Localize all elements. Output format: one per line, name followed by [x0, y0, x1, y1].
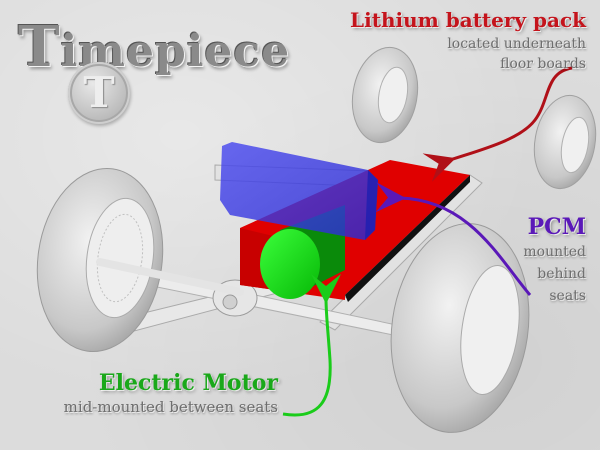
brand-title: Timepiece — [18, 14, 290, 80]
pcm-callout-arrow — [375, 182, 532, 296]
battery-label-line: floor boards — [500, 56, 586, 72]
front-left-tire — [36, 167, 164, 353]
motor-callout-arrow — [282, 273, 341, 417]
battery-label-line: located underneath — [447, 36, 586, 52]
motor-label-title: Electric Motor — [98, 370, 278, 396]
front-axle — [96, 258, 244, 296]
pcm-box — [220, 142, 378, 240]
brand-title-initial: T — [18, 14, 61, 80]
brand-medallion-logo: T — [68, 62, 130, 124]
pcm-label-line: behind — [537, 266, 586, 282]
pcm-label-line: mounted — [523, 244, 586, 260]
battery-label-title: Lithium battery pack — [350, 8, 586, 32]
front-right-tire — [390, 223, 530, 433]
rear-right-tire — [533, 94, 597, 190]
rear-left-tire — [351, 46, 419, 144]
pcm-label-line: seats — [549, 288, 586, 304]
battery-callout-arrow — [422, 66, 573, 182]
motor-label-line: mid-mounted between seats — [63, 398, 278, 416]
pcm-label-title: PCM — [527, 214, 586, 240]
medallion-letter: T — [83, 68, 115, 117]
